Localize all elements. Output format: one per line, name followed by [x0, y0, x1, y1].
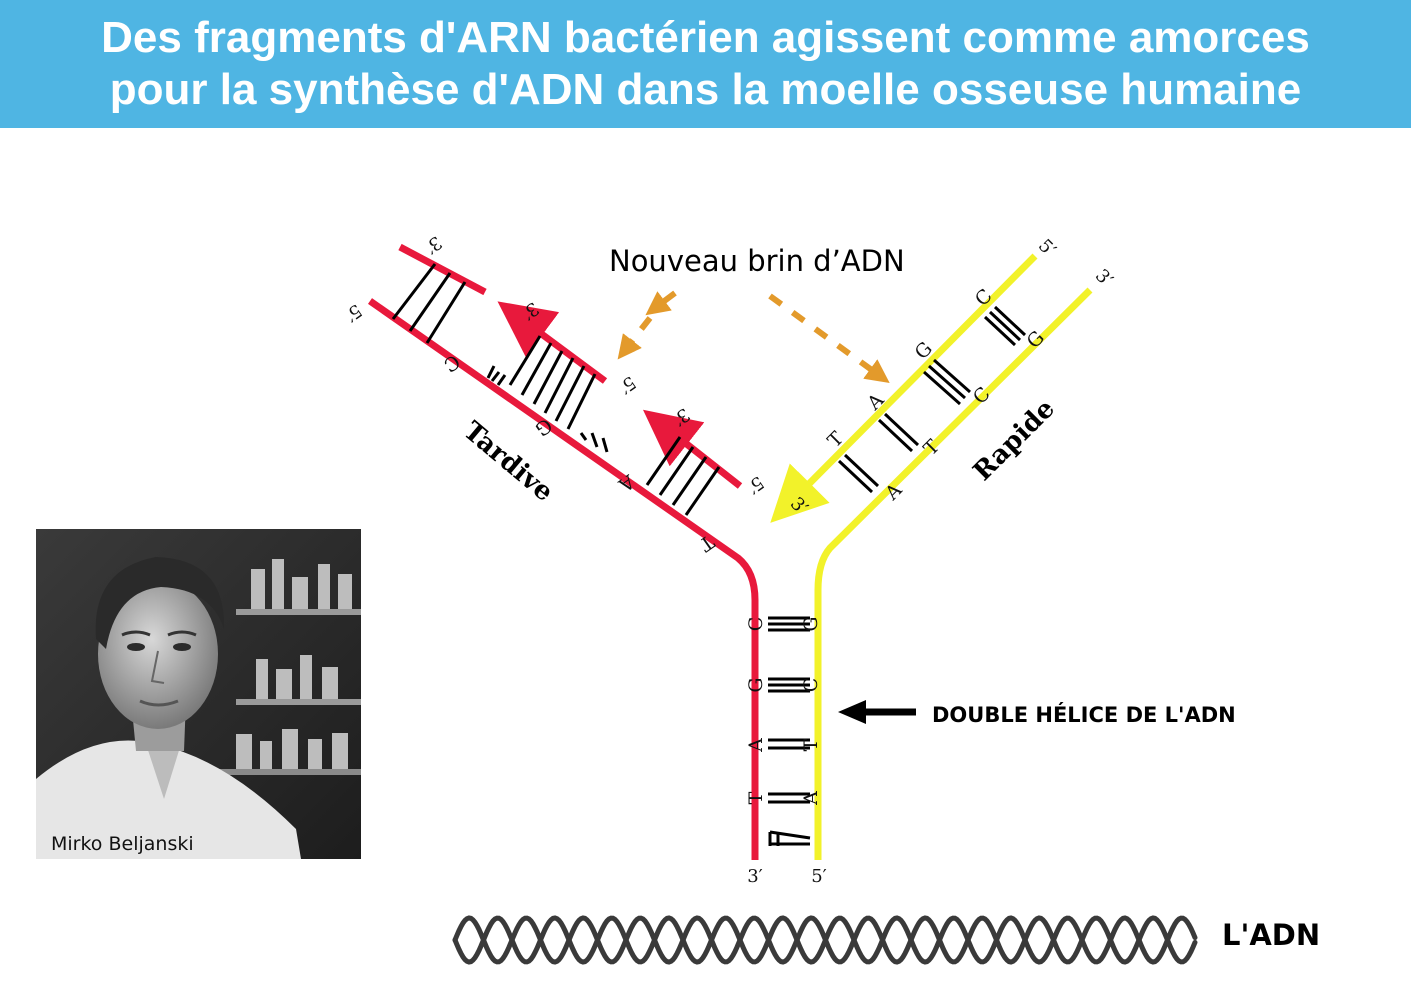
leading-strand-label: Rapide	[968, 394, 1061, 487]
lagging-fragment-top	[398, 243, 487, 296]
end-label-3-okazaki-2: 3′	[669, 403, 694, 429]
dna-helix-graphic	[452, 915, 1198, 965]
title-banner: Des fragments d'ARN bactérien agissent c…	[0, 0, 1411, 128]
portrait-image	[36, 529, 361, 859]
double-helix-label: DOUBLE HÉLICE DE L'ADN	[932, 703, 1236, 727]
stem-right-base-2: C	[800, 678, 822, 693]
stem-right-base-3: T	[800, 738, 822, 751]
new-strand-arrows	[617, 290, 890, 384]
leading-rungs	[837, 305, 1027, 494]
stem-right-base-1: G	[800, 616, 822, 631]
title-line-1: Des fragments d'ARN bactérien agissent c…	[101, 13, 1310, 62]
end-label-3-leading-arrow: 3′	[786, 493, 812, 519]
end-label-5-okazaki-1: 5′	[615, 371, 640, 397]
end-label-3-leading-template: 3′	[1091, 265, 1117, 291]
end-label-5-stem-right: 5′	[811, 866, 827, 887]
end-label-5-okazaki-2: 5′	[743, 471, 768, 497]
leading-inner-base-1: A	[880, 479, 906, 505]
orange-arrow-right	[768, 293, 890, 384]
end-label-3-top-fragment: 3′	[421, 231, 446, 257]
stem-left-base-4: T	[745, 791, 767, 804]
portrait-photo: Mirko Beljanski	[36, 529, 361, 859]
orange-arrow-left	[617, 316, 653, 360]
stem-right-base-4: A	[800, 791, 822, 806]
leading-outer-base-4: C	[971, 285, 997, 311]
end-label-5-lagging-template: 5′	[341, 299, 366, 325]
stem-rungs	[768, 616, 811, 846]
lagging-fragment-okazaki-2	[642, 409, 743, 489]
orange-arrow-left-upper	[645, 290, 677, 316]
lagging-rungs-bottom	[645, 436, 721, 516]
lagging-template-strand	[367, 298, 759, 860]
end-label-5-leading-new: 5′	[1034, 235, 1060, 261]
new-strand-label: Nouveau brin d’ADN	[609, 244, 905, 278]
leading-new-strand	[770, 253, 1038, 523]
lagging-fragment-okazaki-1	[497, 301, 608, 384]
dna-label: L'ADN	[1222, 918, 1321, 952]
stem-left-base-3: A	[745, 738, 767, 753]
stem-left-base-1: C	[745, 617, 767, 632]
end-label-3-stem-left: 3′	[747, 866, 763, 887]
title-line-2: pour la synthèse d'ADN dans la moelle os…	[109, 65, 1302, 114]
stem-left-base-2: G	[745, 677, 767, 692]
photo-caption: Mirko Beljanski	[51, 833, 194, 855]
lagging-rungs-top	[391, 263, 467, 344]
lagging-rungs-middle	[486, 335, 609, 453]
leading-template-strand	[814, 287, 1093, 860]
